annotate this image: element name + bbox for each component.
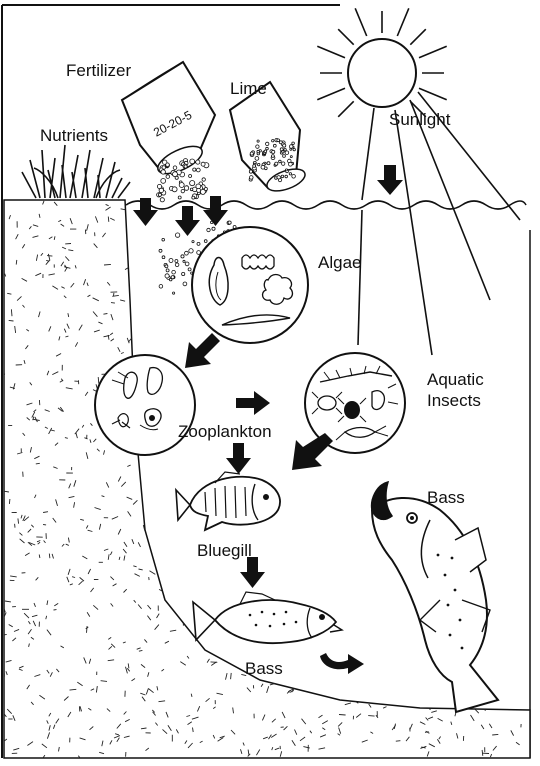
label-algae: Algae (318, 253, 361, 272)
label-nutrients: Nutrients (40, 126, 108, 145)
small-bass-fish-icon (193, 592, 342, 643)
lime-bag-icon (230, 82, 308, 195)
label-bass-small: Bass (245, 659, 283, 678)
sunlight-ray-to-insects (358, 210, 362, 345)
fertilizer-bag-icon: 20-20-5 (122, 62, 215, 202)
nutrients-grass-icon (22, 145, 130, 198)
label-aquatic-line2: Insects (427, 391, 481, 410)
label-fertilizer: Fertilizer (66, 61, 132, 80)
bluegill-fish-icon (176, 472, 280, 530)
arrow-insects-to-bluegill (292, 433, 333, 470)
large-bass-fish-icon (372, 482, 498, 712)
label-zooplankton: Zooplankton (178, 422, 272, 441)
sun-rays-long (362, 92, 520, 355)
arrow-bass-to-large-bass (320, 653, 364, 674)
sunlight-down-arrow (377, 165, 403, 195)
algae-circle (192, 227, 308, 343)
label-bluegill: Bluegill (197, 541, 252, 560)
arrow-algae-to-zooplankton (185, 333, 220, 368)
label-aquatic-line1: Aquatic (427, 370, 484, 389)
arrow-bluegill-to-bass (240, 557, 265, 588)
label-lime: Lime (230, 79, 267, 98)
arrow-zooplankton-to-bluegill (226, 443, 251, 474)
label-bass-large: Bass (427, 488, 465, 507)
sun-icon (317, 8, 446, 117)
arrow-zooplankton-to-insects (236, 391, 270, 415)
